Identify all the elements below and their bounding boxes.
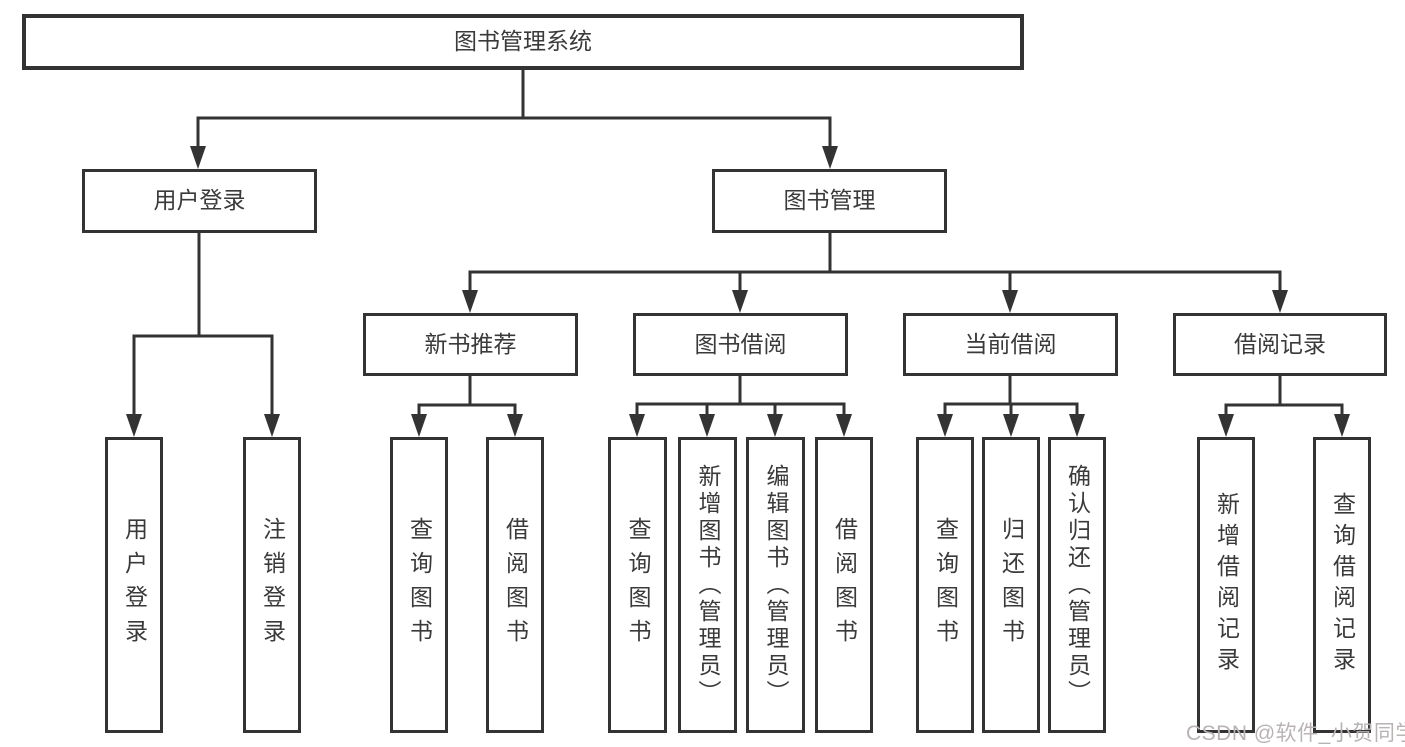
leaf-query-books-current: 查询图书 <box>916 437 974 733</box>
node-user-login: 用户登录 <box>82 169 317 233</box>
node-book-borrow: 图书借阅 <box>633 313 848 376</box>
leaf-borrow-books-recommend: 借阅图书 <box>486 437 544 733</box>
node-library-system: 图书管理系统 <box>22 14 1024 70</box>
leaf-confirm-return-admin: 确认归还（管理员） <box>1048 437 1106 733</box>
leaf-query-books-recommend: 查询图书 <box>390 437 448 733</box>
leaf-query-books-borrow: 查询图书 <box>608 437 667 733</box>
node-current-borrow: 当前借阅 <box>903 313 1118 376</box>
leaf-edit-books-admin: 编辑图书（管理员） <box>746 437 805 733</box>
arrowheads <box>126 146 1350 437</box>
leaf-borrow-books: 借阅图书 <box>815 437 873 733</box>
node-book-management: 图书管理 <box>712 169 947 233</box>
leaf-add-borrow-record: 新增借阅记录 <box>1197 437 1255 733</box>
leaf-query-borrow-record: 查询借阅记录 <box>1313 437 1371 733</box>
node-borrow-records: 借阅记录 <box>1173 313 1387 376</box>
leaf-return-books: 归还图书 <box>982 437 1040 733</box>
csdn-watermark: CSDN @软件_小贺同学 <box>1186 722 1405 745</box>
leaf-add-books-admin: 新增图书（管理员） <box>678 437 737 733</box>
leaf-user-login: 用户登录 <box>105 437 163 733</box>
node-new-book-recommend: 新书推荐 <box>363 313 578 376</box>
leaf-logout: 注销登录 <box>243 437 301 733</box>
